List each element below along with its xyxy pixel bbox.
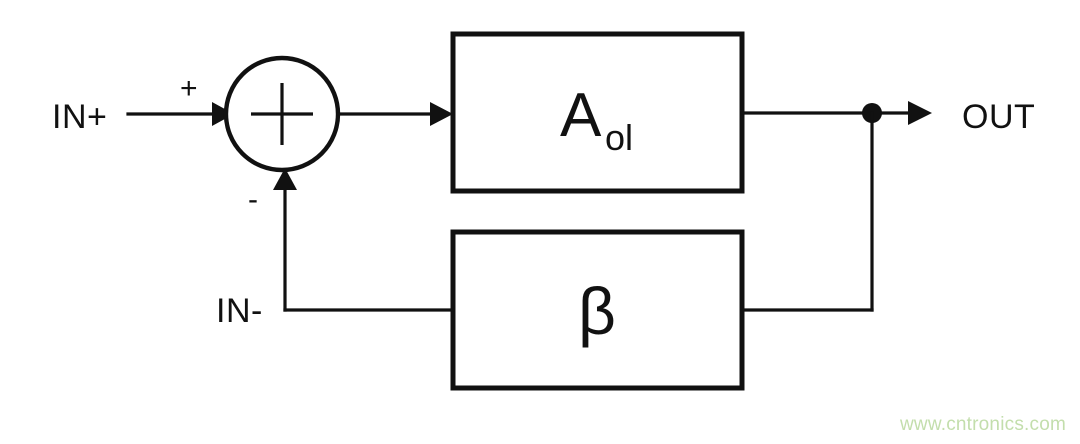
block-feedback-factor: β <box>450 229 745 391</box>
block-feedback-factor-rect <box>450 229 745 391</box>
input-positive-wire <box>126 102 234 126</box>
output-arrowhead <box>908 101 932 125</box>
output-wire <box>740 101 932 125</box>
input-negative-label: IN- <box>216 292 263 330</box>
block-open-loop-gain-rect <box>450 31 745 194</box>
summing-negative-sign: - <box>248 183 258 216</box>
forward-path-wire <box>336 102 453 126</box>
block-feedback-factor-label: β <box>578 274 616 348</box>
summing-junction <box>223 55 341 173</box>
block-open-loop-gain: A ol <box>450 31 745 194</box>
output-label: OUT <box>962 98 1035 136</box>
block-open-loop-gain-subscript: ol <box>605 117 633 158</box>
summing-positive-sign: + <box>180 72 198 105</box>
site-watermark: www.cntronics.com <box>900 414 1066 435</box>
block-open-loop-gain-label: A <box>560 81 602 150</box>
input-positive-label: IN+ <box>52 98 107 136</box>
feedback-return-wire <box>740 111 874 312</box>
feedback-input-wire <box>273 168 455 312</box>
input-positive-arrowhead <box>212 102 234 126</box>
feedback-arrowhead <box>273 168 297 190</box>
forward-path-arrowhead <box>430 102 453 126</box>
